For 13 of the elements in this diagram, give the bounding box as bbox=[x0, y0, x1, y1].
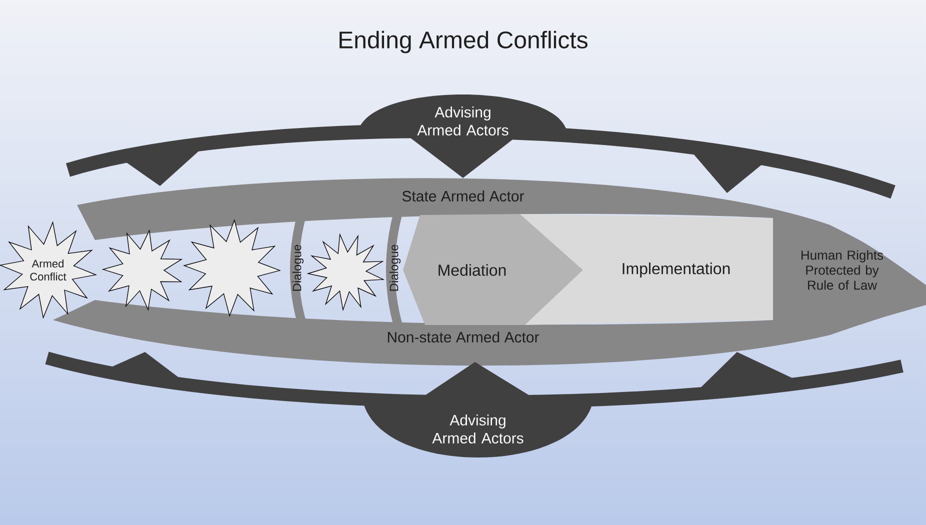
band-label: State Armed Actor bbox=[402, 190, 524, 202]
node-label: Advising bbox=[434, 106, 490, 120]
dialogue-arc: Dialogue bbox=[290, 212, 306, 324]
band-label: Non-state Armed Actor bbox=[388, 332, 539, 342]
implementation-area: Implementation bbox=[520, 214, 773, 325]
mediation-area: Mediation bbox=[403, 214, 583, 325]
title: Ending Armed Conflicts bbox=[340, 30, 588, 54]
dialogue-arc: Dialogue bbox=[386, 212, 402, 326]
outcome-label: Human Rights Protected by Rule of Law bbox=[802, 250, 884, 290]
node-label: Armed Actors bbox=[417, 124, 508, 136]
node-label: Advising Armed Actors bbox=[432, 414, 524, 444]
explosion-starburst bbox=[102, 229, 183, 311]
advisor-band-drawing: Advising Armed Actors bbox=[46, 352, 904, 458]
